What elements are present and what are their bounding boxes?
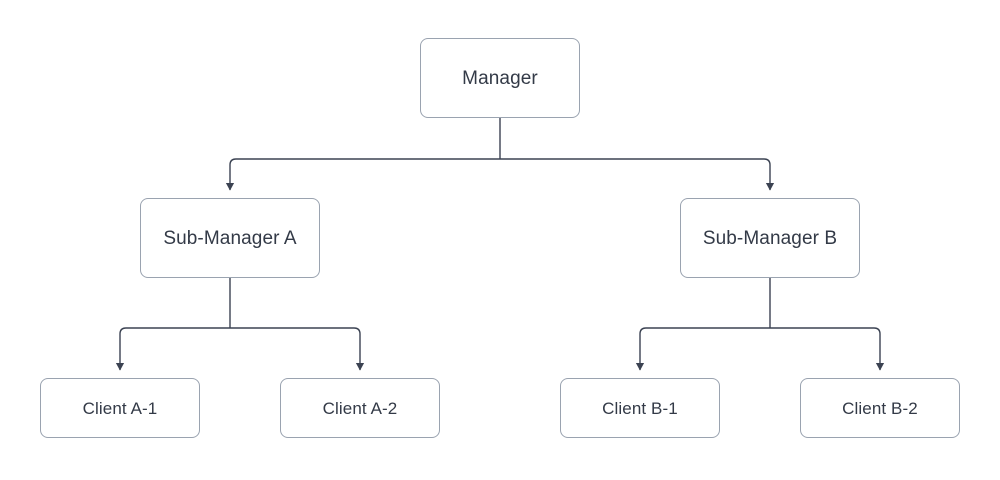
node-manager-label: Manager bbox=[462, 67, 538, 89]
node-client-a-1-label: Client A-1 bbox=[82, 398, 158, 418]
node-manager[interactable]: Manager bbox=[420, 38, 580, 118]
node-client-a-1[interactable]: Client A-1 bbox=[40, 378, 200, 438]
node-client-b-1-label: Client B-1 bbox=[602, 398, 678, 418]
edge-manager-sub-b bbox=[500, 158, 775, 191]
edge-manager-sub-a bbox=[225, 158, 500, 191]
node-client-a-2[interactable]: Client A-2 bbox=[280, 378, 440, 438]
edge-sub-b-client-b-2 bbox=[770, 327, 885, 371]
edge-sub-b-client-b-1 bbox=[635, 327, 770, 371]
node-sub-manager-b-label: Sub-Manager B bbox=[702, 227, 838, 249]
node-client-b-2[interactable]: Client B-2 bbox=[800, 378, 960, 438]
node-sub-manager-b[interactable]: Sub-Manager B bbox=[680, 198, 860, 278]
node-sub-manager-a[interactable]: Sub-Manager A bbox=[140, 198, 320, 278]
node-client-a-2-label: Client A-2 bbox=[322, 398, 398, 418]
node-sub-manager-a-label: Sub-Manager A bbox=[163, 227, 297, 249]
edge-sub-a-client-a-1 bbox=[115, 327, 230, 371]
node-client-b-2-label: Client B-2 bbox=[842, 398, 918, 418]
node-client-b-1[interactable]: Client B-1 bbox=[560, 378, 720, 438]
edge-sub-a-client-a-2 bbox=[230, 327, 365, 371]
